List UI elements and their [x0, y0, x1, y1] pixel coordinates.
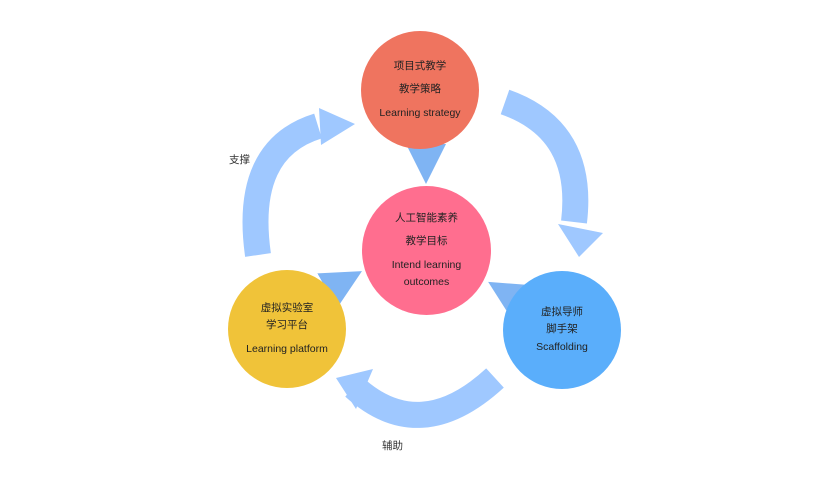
node-platform-line-1: 虚拟实验室 — [260, 302, 314, 315]
edge-label-support: 支撑 — [229, 154, 250, 166]
node-scaffolding-line-3: Scaffolding — [536, 340, 588, 353]
node-scaffolding-line-1: 虚拟导师 — [541, 306, 583, 319]
node-strategy-line-1: 项目式教学 — [393, 60, 447, 73]
node-outcomes-line-3: Intend learning — [391, 258, 462, 271]
cycle-arrowhead-strategy-to-scaffolding — [558, 224, 603, 257]
cycle-arrowhead-platform-to-strategy — [319, 108, 355, 145]
node-outcomes-line-4: outcomes — [403, 275, 450, 288]
node-outcomes-line-1: 人工智能素养 — [395, 212, 458, 225]
cycle-arrow-strategy-to-scaffolding — [500, 89, 589, 224]
link-arrow-scaffolding-to-outcomes — [488, 281, 533, 320]
node-intend-learning-outcomes: 人工智能素养 教学目标 Intend learning outcomes — [362, 186, 491, 315]
cycle-arrow-platform-to-strategy — [242, 113, 323, 257]
node-learning-platform: 虚拟实验室 学习平台 Learning platform — [228, 270, 346, 388]
link-arrow-platform-to-outcomes — [317, 271, 362, 309]
node-scaffolding: 虚拟导师 脚手架 Scaffolding — [503, 271, 621, 389]
edge-label-assist: 辅助 — [382, 440, 403, 452]
node-strategy-line-3: Learning strategy — [379, 106, 461, 119]
node-platform-line-2: 学习平台 — [266, 319, 308, 332]
node-learning-strategy: 项目式教学 教学策略 Learning strategy — [361, 31, 479, 149]
node-platform-line-3: Learning platform — [246, 342, 328, 355]
cycle-arrowhead-scaffolding-to-platform — [336, 369, 373, 409]
node-scaffolding-line-2: 脚手架 — [546, 323, 578, 336]
node-strategy-line-2: 教学策略 — [399, 83, 441, 96]
cycle-arrow-scaffolding-to-platform — [345, 368, 504, 428]
node-outcomes-line-2: 教学目标 — [405, 235, 448, 248]
